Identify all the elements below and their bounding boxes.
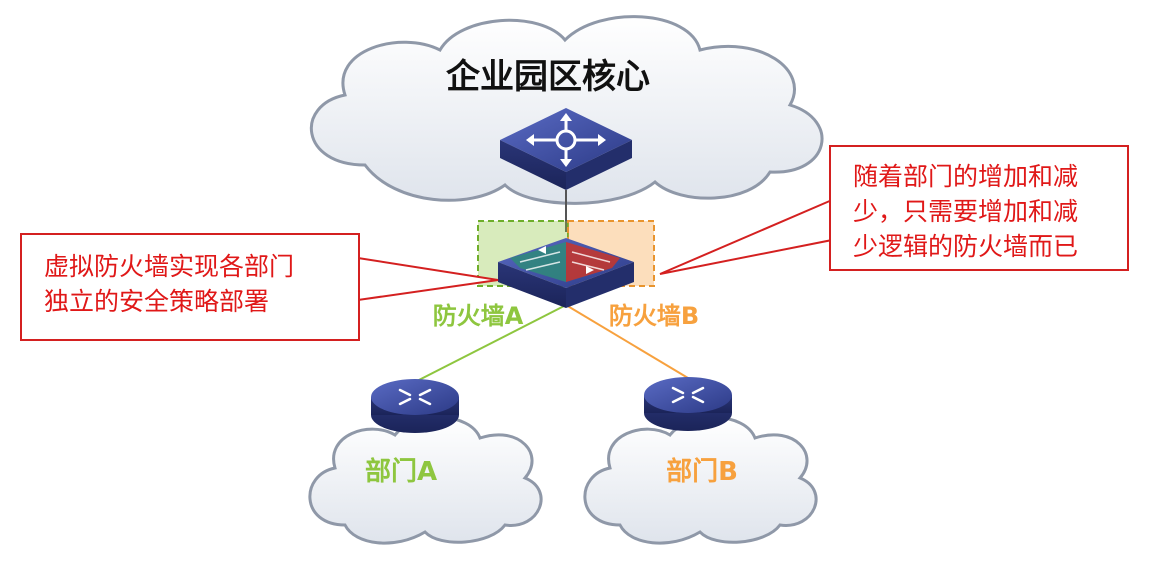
callout-right-line-3: 少逻辑的防火墙而已 xyxy=(853,232,1079,261)
link-firewall-a xyxy=(414,304,567,383)
callout-left: 虚拟防火墙实现各部门 独立的安全策略部署 xyxy=(20,233,360,341)
department-a-label: 部门A xyxy=(365,457,437,487)
core-cloud-label: 企业园区核心 xyxy=(446,57,650,97)
callout-right-pointer xyxy=(659,198,833,275)
router-a-icon xyxy=(371,379,459,433)
callout-right-line-1: 随着部门的增加和减 xyxy=(853,162,1079,191)
department-a-cloud xyxy=(308,415,543,545)
callout-right: 随着部门的增加和减 少，只需要增加和减 少逻辑的防火墙而已 xyxy=(829,145,1129,271)
department-b-cloud xyxy=(583,415,818,545)
callout-right-line-2: 少，只需要增加和减 xyxy=(853,197,1079,226)
callout-left-line-2: 独立的安全策略部署 xyxy=(44,287,270,316)
firewall-a-label: 防火墙A xyxy=(433,302,524,330)
link-firewall-b xyxy=(565,304,689,379)
callout-left-pointer xyxy=(357,256,499,302)
core-switch-icon xyxy=(500,108,632,190)
callout-left-line-1: 虚拟防火墙实现各部门 xyxy=(44,252,295,281)
department-b-label: 部门B xyxy=(666,457,738,487)
router-b-icon xyxy=(644,377,732,431)
virtual-firewall-icon xyxy=(477,220,655,308)
firewall-b-label: 防火墙B xyxy=(609,302,699,330)
